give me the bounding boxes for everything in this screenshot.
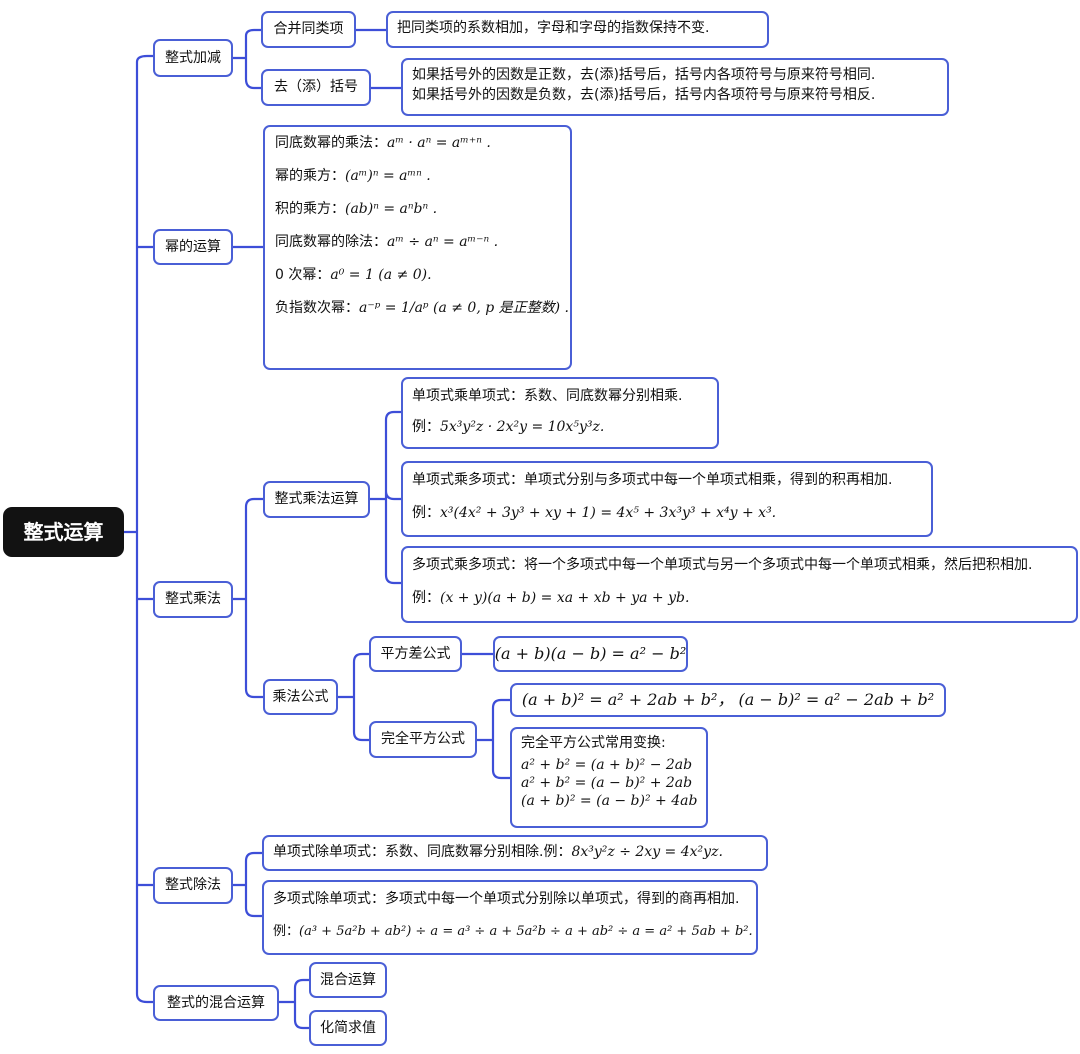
formula-diff-squares: (a + b)(a − b) = a² − b² [493,636,688,672]
branch-power[interactable]: 幂的运算 [153,229,233,265]
rule-power-of-product: 积的乘方：(ab)ⁿ = aⁿbⁿ . [275,201,438,217]
root-node[interactable]: 整式运算 [3,507,124,557]
node-mixed-ops[interactable]: 混合运算 [309,962,387,998]
brackets-negative-rule: 如果括号外的因数是负数，去(添)括号后，括号内各项符号与原来符号相反. [412,87,876,104]
node-mult-formulas[interactable]: 乘法公式 [263,679,338,715]
branch-multiplication[interactable]: 整式乘法 [153,581,233,618]
branch-mixed[interactable]: 整式的混合运算 [153,985,279,1021]
desc-mono-mono: 单项式乘单项式：系数、同底数幂分别相乘. 例：5x³y²z · 2x²y = 1… [401,377,719,449]
formula-perfect-square: (a + b)² = a² + 2ab + b²， (a − b)² = a² … [510,683,946,717]
desc-poly-poly: 多项式乘多项式：将一个多项式中每一个单项式与另一个多项式中每一个单项式相乘，然后… [401,546,1078,623]
power-rules-box: 同底数幂的乘法：aᵐ · aⁿ = aᵐ⁺ⁿ . 幂的乘方：(aᵐ)ⁿ = aᵐ… [263,125,572,370]
brackets-positive-rule: 如果括号外的因数是正数，去(添)括号后，括号内各项符号与原来符号相同. [412,67,876,83]
connector-multiplication [231,497,265,699]
node-diff-squares[interactable]: 平方差公式 [369,636,462,672]
desc-brackets: 如果括号外的因数是正数，去(添)括号后，括号内各项符号与原来符号相同. 如果括号… [401,58,949,116]
desc-merge-terms: 把同类项的系数相加，字母和字母的指数保持不变. [386,11,769,48]
desc-mono-poly: 单项式乘多项式：单项式分别与多项式中每一个单项式相乘，得到的积再相加. 例：x³… [401,461,933,537]
connector-mult-formulas [336,652,371,742]
connector-root-branches [122,54,155,1004]
desc-poly-div-mono: 多项式除单项式：多项式中每一个单项式分别除以单项式，得到的商再相加. 例：(a³… [262,880,758,955]
rule-power-of-power: 幂的乘方：(aᵐ)ⁿ = aᵐⁿ . [275,168,431,184]
node-mult-ops[interactable]: 整式乘法运算 [263,481,370,518]
node-merge-terms[interactable]: 合并同类项 [261,11,356,48]
node-simplify-evaluate[interactable]: 化简求值 [309,1010,387,1046]
connector-division [231,851,264,918]
connector-perfect-square [475,698,512,780]
branch-division[interactable]: 整式除法 [153,867,233,904]
connector-mult-ops [368,410,403,585]
rule-zero-exponent: 0 次幂：a⁰ = 1 (a ≠ 0). [275,267,432,283]
rule-product-of-powers: 同底数幂的乘法：aᵐ · aⁿ = aᵐ⁺ⁿ . [275,135,491,151]
branch-add-sub[interactable]: 整式加减 [153,39,233,77]
node-brackets[interactable]: 去（添）括号 [261,69,371,106]
rule-negative-exponent: 负指数次幂：a⁻ᵖ = 1/aᵖ (a ≠ 0, p 是正整数) . [275,300,570,316]
connector-add-sub [231,28,263,90]
node-perfect-square[interactable]: 完全平方公式 [369,721,477,758]
perfect-square-variants-box: 完全平方公式常用变换: a² + b² = (a + b)² − 2ab a² … [510,727,708,828]
desc-mono-div-mono: 单项式除单项式：系数、同底数幂分别相除.例：8x³y²z ÷ 2xy = 4x²… [262,835,768,871]
rule-quotient-of-powers: 同底数幂的除法：aᵐ ÷ aⁿ = aᵐ⁻ⁿ . [275,234,499,250]
connector-mixed [277,978,311,1030]
